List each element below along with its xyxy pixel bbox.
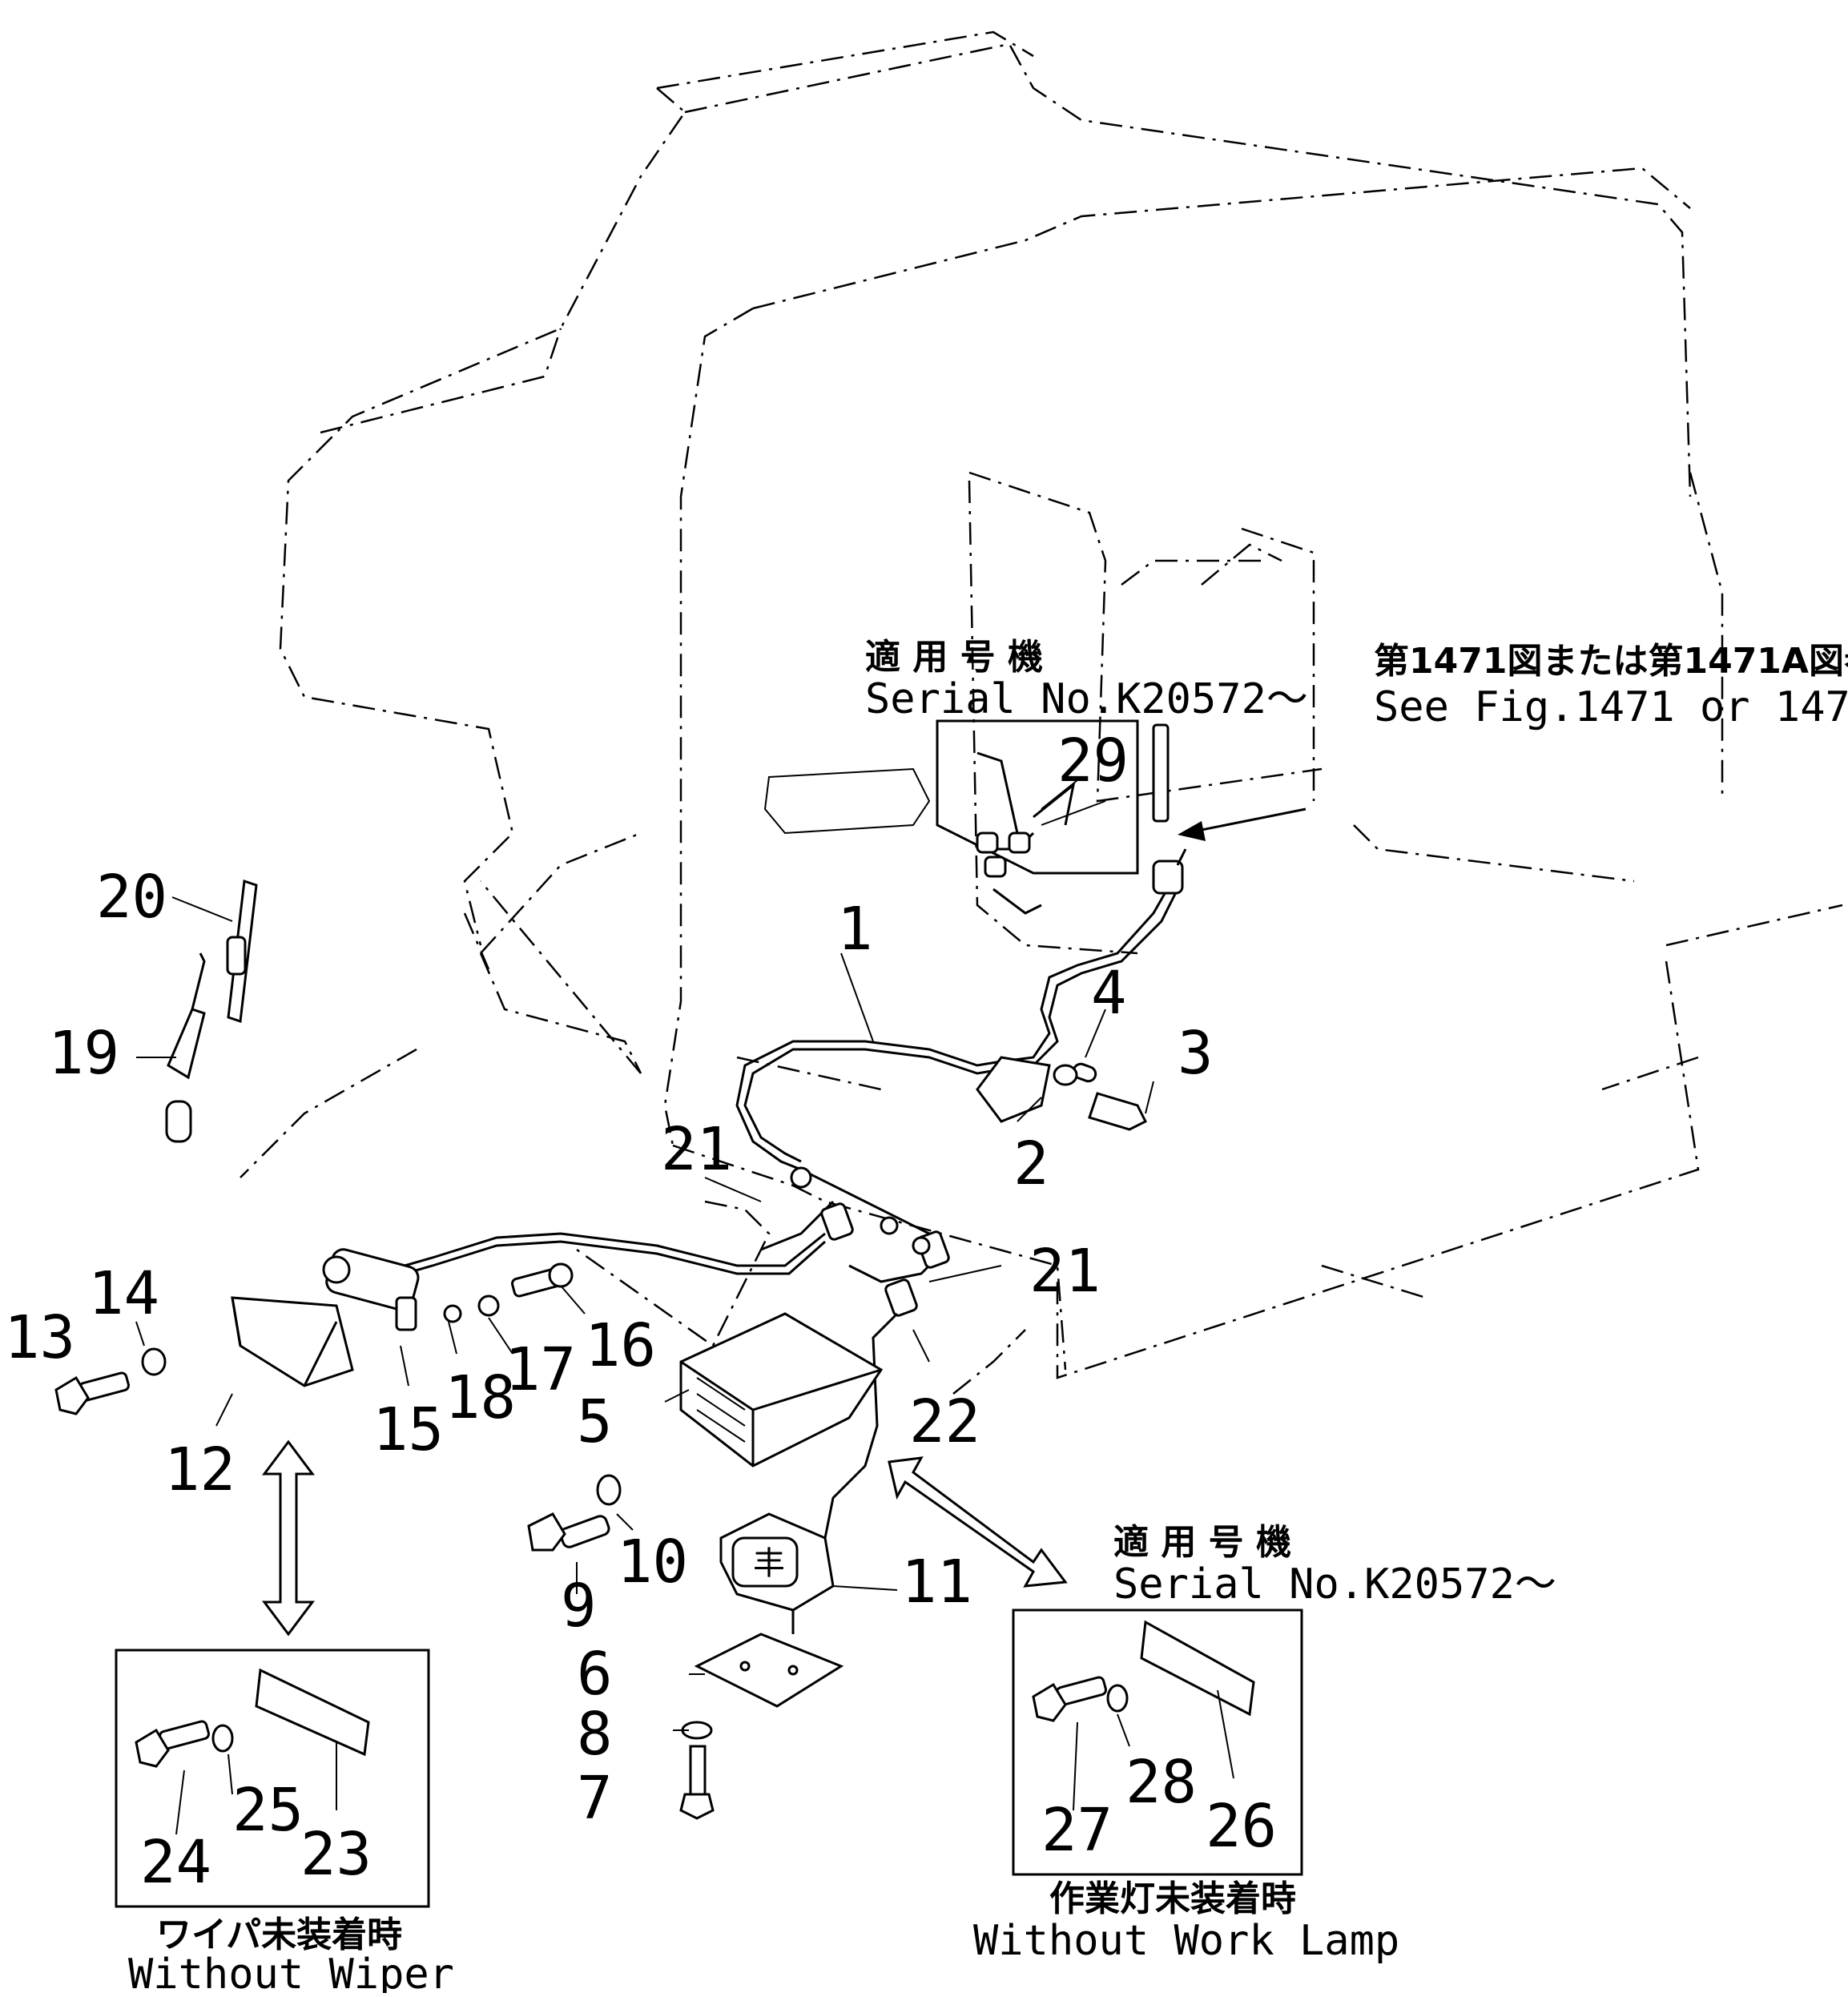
callout-12: 12 xyxy=(164,1435,236,1504)
see-fig-en: See Fig.1471 or 1471A xyxy=(1374,683,1848,731)
svg-text:丰: 丰 xyxy=(753,1545,785,1582)
see-fig-arrow xyxy=(1152,723,1306,841)
harness-connectors xyxy=(790,1166,950,1317)
callout-16: 16 xyxy=(585,1311,656,1380)
double-arrow-lamp xyxy=(888,1456,1068,1588)
serial-top-en: Serial No.K20572～ xyxy=(865,675,1308,723)
work-lamp-housing xyxy=(679,1312,884,1468)
callout-19: 19 xyxy=(48,1019,119,1088)
callout-26: 26 xyxy=(1206,1792,1277,1861)
callout-6: 6 xyxy=(577,1640,613,1709)
callout-27: 27 xyxy=(1041,1796,1113,1865)
callout-13: 13 xyxy=(4,1303,75,1372)
double-arrow-wiper xyxy=(262,1439,315,1637)
callout-20: 20 xyxy=(96,863,167,932)
callout-29: 29 xyxy=(1057,727,1129,795)
see-fig-jp: 第1471図または第1471A図参照 xyxy=(1374,641,1848,682)
wiper-arm-blade xyxy=(165,879,258,1143)
callout-17: 17 xyxy=(505,1335,576,1404)
callout-4: 4 xyxy=(1091,959,1127,1028)
lamp-wire xyxy=(823,1312,899,1539)
wiring-harness xyxy=(735,884,1179,1283)
serial-top-jp: 適 用 号 機 xyxy=(865,637,1043,678)
callout-22: 22 xyxy=(909,1387,980,1456)
inset-without-wiper xyxy=(115,1649,430,1908)
notes: 適 用 号 機 Serial No.K20572～ 第1471図または第1471… xyxy=(128,637,1848,1997)
callout-7: 7 xyxy=(577,1764,613,1833)
callout-1: 1 xyxy=(837,895,873,964)
callout-10: 10 xyxy=(617,1528,688,1596)
without-wiper-en: Without Wiper xyxy=(128,1951,454,1993)
without-lamp-en: Without Work Lamp xyxy=(973,1917,1399,1965)
inset-serial-top xyxy=(763,719,1139,915)
callout-numbers: 1 2 3 4 5 6 7 8 9 10 11 12 13 14 15 16 1… xyxy=(4,727,1277,1897)
callout-14: 14 xyxy=(88,1259,159,1328)
callout-28: 28 xyxy=(1125,1748,1197,1817)
callout-21a: 21 xyxy=(661,1115,732,1184)
callout-21b: 21 xyxy=(1029,1237,1101,1306)
callout-15: 15 xyxy=(372,1395,444,1464)
clamp-part xyxy=(976,1056,1148,1131)
callout-11: 11 xyxy=(901,1548,972,1617)
callout-23: 23 xyxy=(300,1820,372,1889)
wiper-motor xyxy=(231,1248,420,1387)
inset-without-lamp xyxy=(1012,1608,1303,1876)
serial-right-en: Serial No.K20572～ xyxy=(1113,1560,1556,1608)
serial-right-jp: 適 用 号 機 xyxy=(1113,1522,1291,1563)
callout-5: 5 xyxy=(577,1387,613,1456)
switch-connector xyxy=(1152,848,1187,895)
without-wiper-jp: ワイパ未装着時 xyxy=(156,1914,402,1955)
callout-2: 2 xyxy=(1013,1129,1049,1198)
callout-8: 8 xyxy=(577,1700,613,1769)
callout-25: 25 xyxy=(232,1776,304,1845)
wiper-fasteners xyxy=(54,1262,574,1415)
wiper-wire xyxy=(376,1232,826,1275)
work-lamp: 丰 xyxy=(719,1512,835,1634)
callout-18: 18 xyxy=(445,1363,516,1432)
without-lamp-jp: 作業灯未装着時 xyxy=(1049,1878,1296,1919)
machine-body-outline xyxy=(240,30,1843,1395)
lamp-plate xyxy=(694,1633,844,1708)
leader-lines xyxy=(135,800,1154,1731)
callout-24: 24 xyxy=(140,1828,211,1897)
callout-3: 3 xyxy=(1178,1019,1214,1088)
callout-9: 9 xyxy=(561,1572,597,1641)
